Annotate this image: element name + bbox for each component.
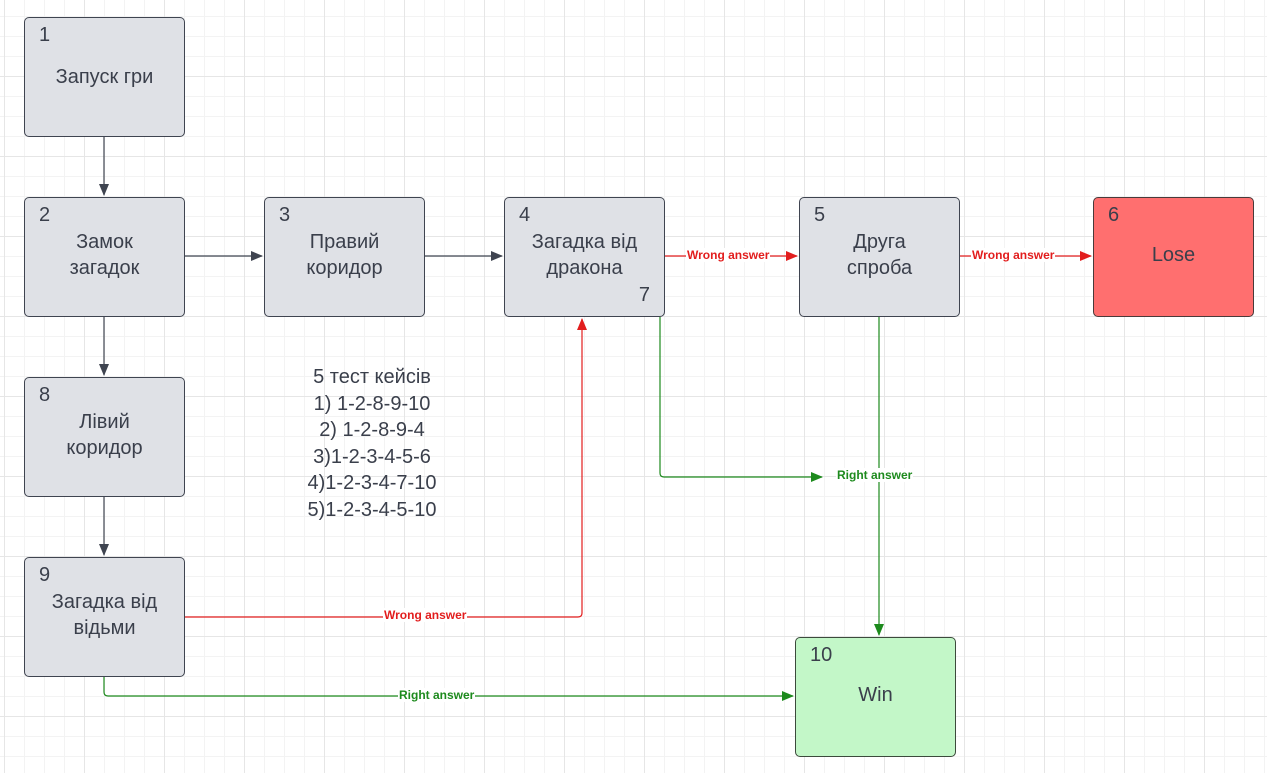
node-number: 9 xyxy=(39,564,51,586)
node-label: Лівий коридор xyxy=(66,411,143,459)
node-8-left-corridor[interactable]: 8 Лівий коридор xyxy=(24,377,185,497)
edge-label-right-answer: Right answer xyxy=(398,688,476,702)
node-number: 3 xyxy=(279,204,291,226)
node-label: Правий коридор xyxy=(306,231,383,279)
edge-label-wrong-answer: Wrong answer xyxy=(383,608,468,622)
node-5-second-attempt[interactable]: 5 Друга спроба xyxy=(799,197,960,317)
test-case-item: 3)1-2-3-4-5-6 xyxy=(313,445,431,468)
test-case-item: 2) 1-2-8-9-4 xyxy=(319,419,425,442)
test-cases-title: 5 тест кейсів xyxy=(313,366,431,388)
node-number: 4 xyxy=(519,204,531,226)
edge-4-to-right-answer xyxy=(659,317,823,482)
node-label: Запуск гри xyxy=(55,66,154,88)
node-3-right-corridor[interactable]: 3 Правий коридор xyxy=(264,197,425,317)
node-1-game-start[interactable]: 1 Запуск гри xyxy=(24,17,185,137)
edge-label-right-answer: Right answer xyxy=(836,468,914,482)
edge-label-wrong-answer: Wrong answer xyxy=(971,248,1056,262)
node-number: 8 xyxy=(39,384,51,406)
node-6-lose[interactable]: 6 Lose xyxy=(1093,197,1254,317)
node-9-witch-riddle[interactable]: 9 Загадка від відьми xyxy=(24,557,185,677)
node-4-dragon-riddle[interactable]: 4 Загадка від дракона 7 xyxy=(504,197,665,317)
node-label: Загадка від відьми xyxy=(51,591,158,639)
node-label: Замок загадок xyxy=(69,231,140,279)
node-label: Lose xyxy=(1151,244,1196,266)
test-case-item: 5)1-2-3-4-5-10 xyxy=(307,498,437,521)
node-number: 6 xyxy=(1108,204,1120,226)
node-label: Загадка від дракона xyxy=(531,231,638,279)
node-number: 1 xyxy=(39,24,51,46)
test-case-item: 1) 1-2-8-9-10 xyxy=(313,392,431,415)
edge-9-to-4-wrong xyxy=(184,318,587,618)
node-2-castle-of-riddles[interactable]: 2 Замок загадок xyxy=(24,197,185,317)
node-10-win[interactable]: 10 Win xyxy=(795,637,956,757)
test-case-item: 4)1-2-3-4-7-10 xyxy=(307,472,437,495)
node-label: Друга спроба xyxy=(846,231,913,279)
test-cases-note: 5 тест кейсів 1) 1-2-8-9-10 2) 1-2-8-9-4… xyxy=(282,364,462,524)
node-number: 10 xyxy=(810,644,833,666)
node-number: 5 xyxy=(814,204,826,226)
node-secondary-number: 7 xyxy=(638,284,650,306)
edge-label-wrong-answer: Wrong answer xyxy=(686,248,771,262)
edge-9-to-10-right xyxy=(103,677,794,701)
node-number: 2 xyxy=(39,204,51,226)
node-label: Win xyxy=(858,684,893,706)
